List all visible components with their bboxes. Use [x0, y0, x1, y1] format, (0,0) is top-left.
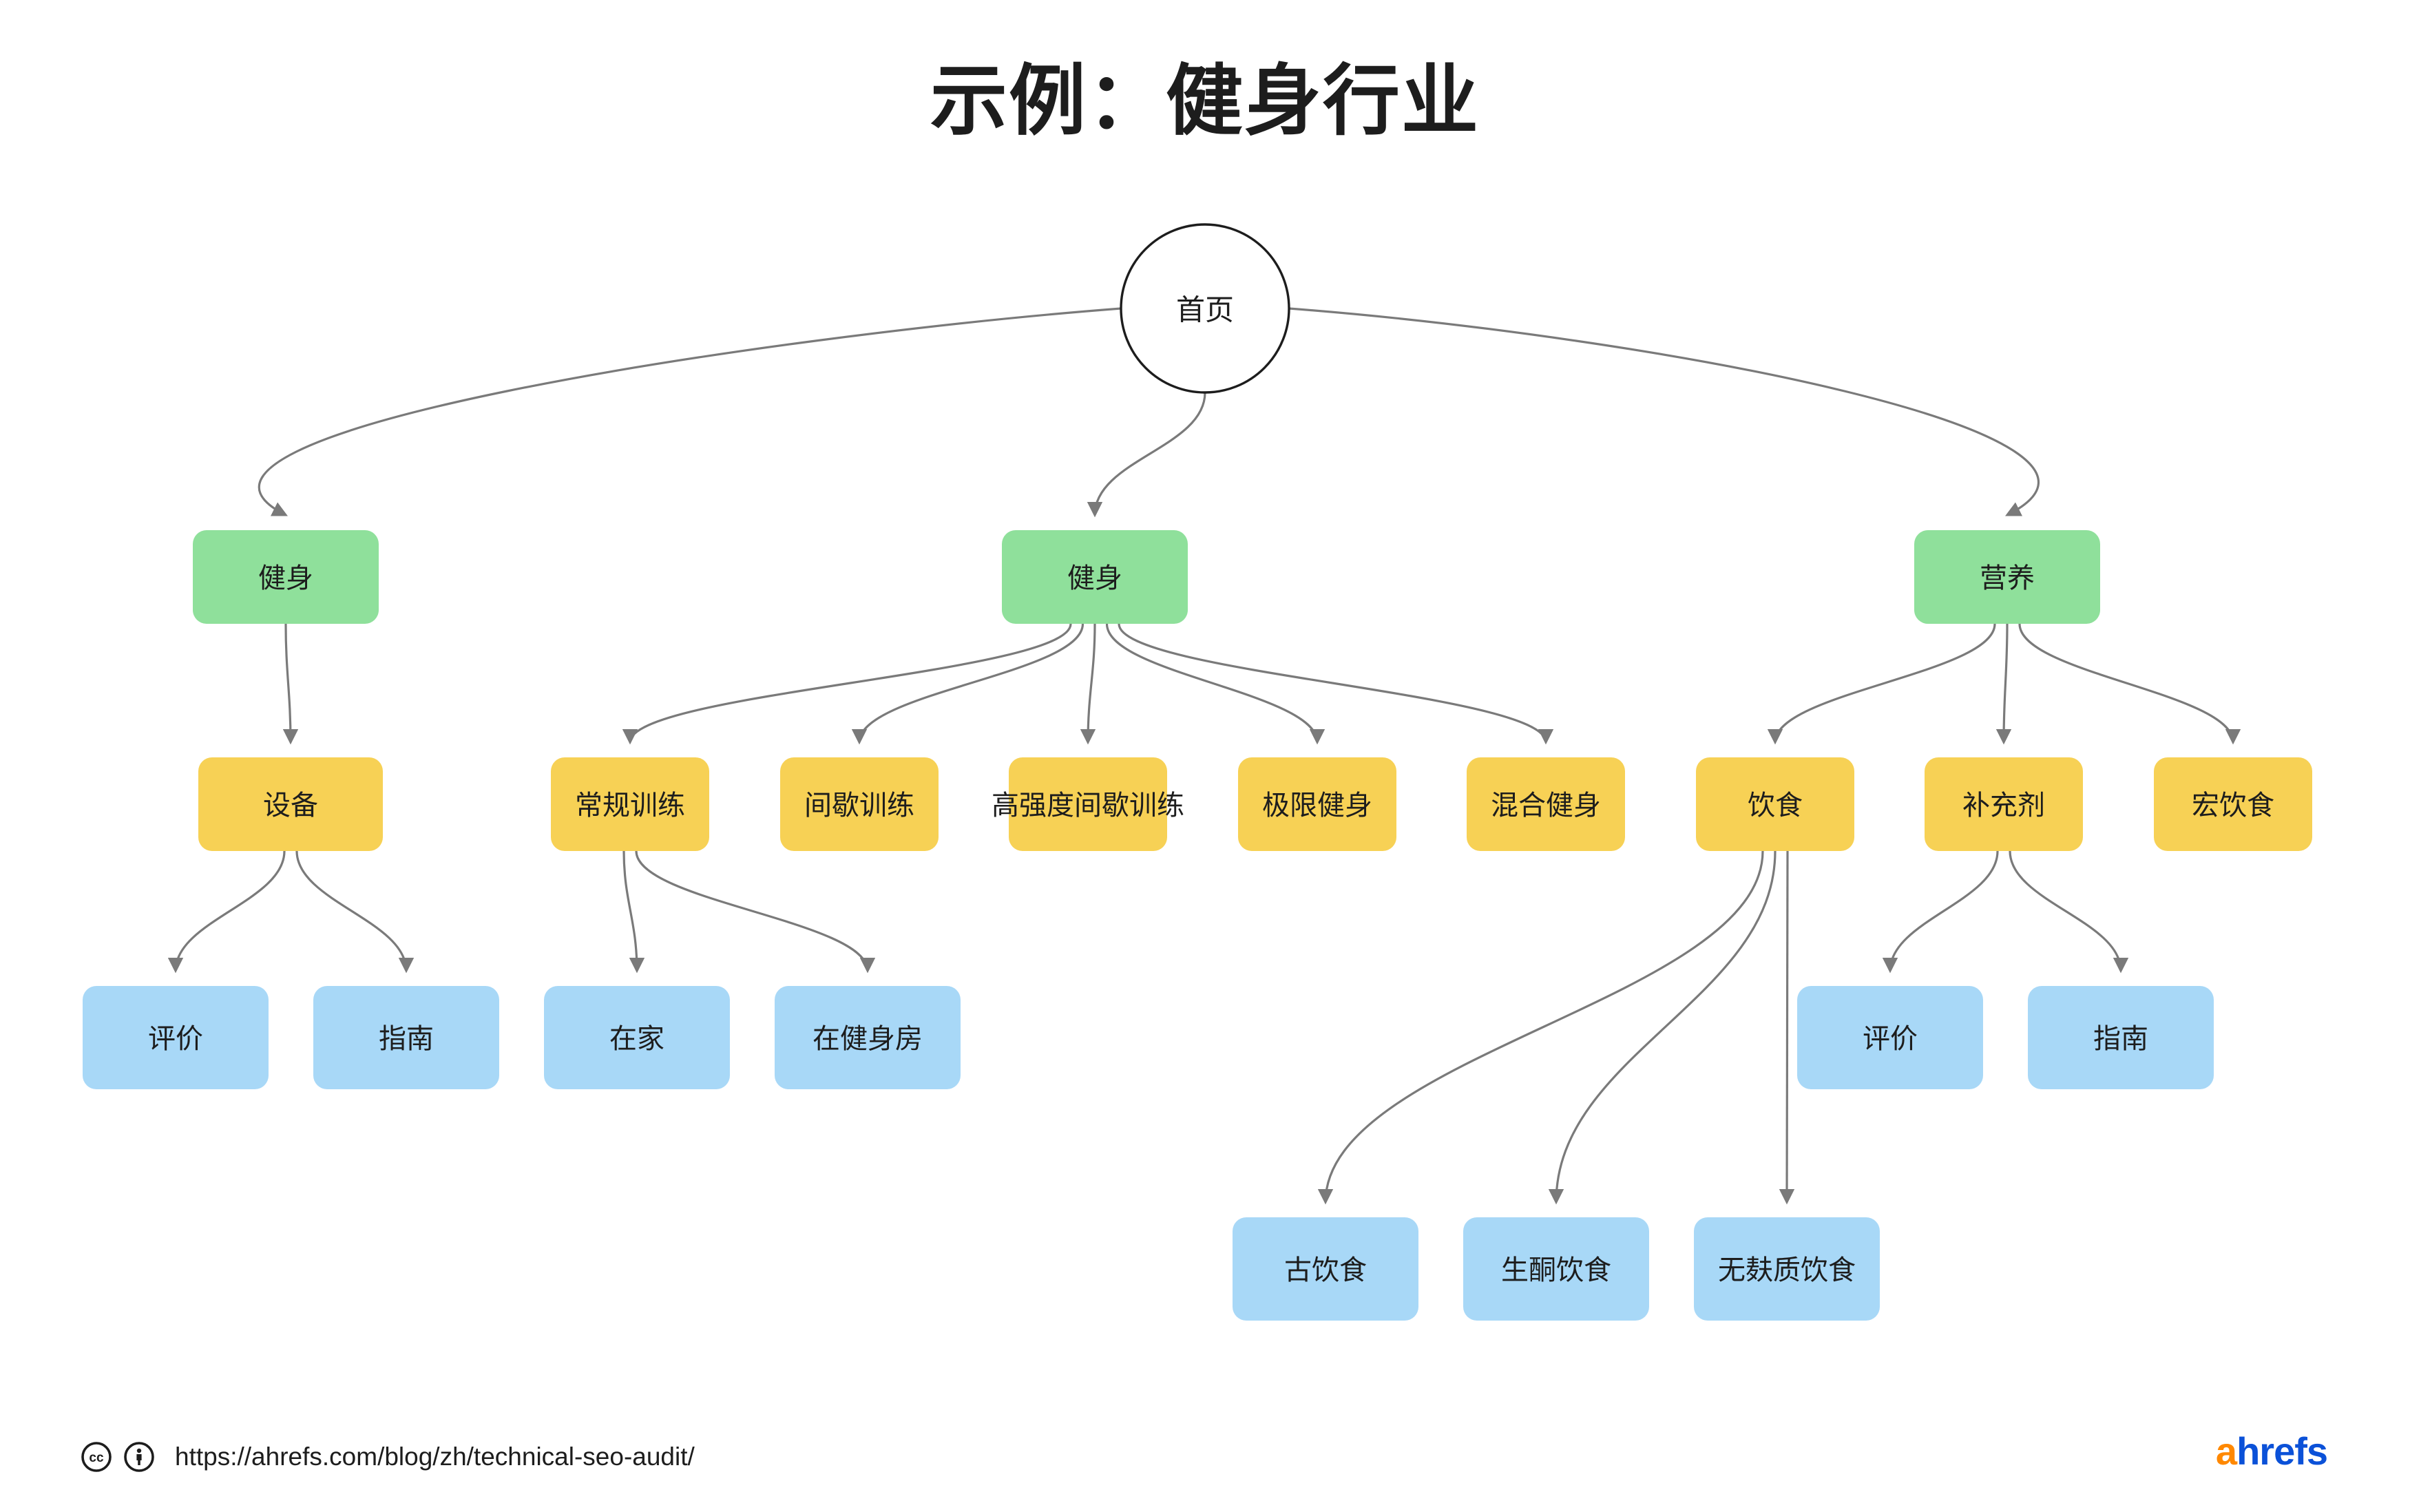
node-box: [1696, 757, 1854, 851]
node-box: [1002, 530, 1188, 624]
node-box: [1233, 1217, 1418, 1321]
page-title: 示例：健身行业: [930, 58, 1480, 144]
node-box: [775, 986, 961, 1089]
node-box: [198, 757, 383, 851]
node-label: 指南: [379, 1024, 434, 1054]
creative-commons-by-icon: [124, 1442, 154, 1472]
node-page-b4[interactable]: 在健身房: [775, 986, 961, 1089]
node-subcategory-y9[interactable]: 宏饮食: [2154, 757, 2312, 851]
edge-y7-to-b9: [1779, 850, 1795, 1205]
node-label: 在家: [609, 1024, 664, 1054]
node-box: [1914, 530, 2100, 624]
edges-layer: [167, 307, 2241, 1205]
node-box: [544, 986, 730, 1089]
node-label: 无麸质饮食: [1718, 1255, 1856, 1285]
edge-y8-to-b6: [2009, 850, 2129, 974]
node-page-b5[interactable]: 评价: [1797, 986, 1983, 1089]
edge-g2-to-y6: [1118, 623, 1554, 745]
edge-y8-to-b5: [1882, 850, 1999, 974]
node-box: [1467, 757, 1625, 851]
node-box: [551, 757, 709, 851]
node-label: 首页: [1176, 294, 1234, 326]
node-label: 生酮饮食: [1501, 1255, 1611, 1285]
node-page-b2[interactable]: 指南: [313, 986, 499, 1089]
node-box: [313, 986, 499, 1089]
node-label: 健身: [1067, 563, 1122, 594]
node-box: [2028, 986, 2214, 1089]
node-box: [1009, 757, 1167, 851]
edge-g3-to-y9: [2018, 623, 2241, 745]
footer: cc https://ahrefs.com/blog/zh/technical-…: [81, 1442, 695, 1472]
edge-g2-to-y4: [1080, 623, 1096, 745]
edge-root-to-g2: [1087, 392, 1206, 518]
node-box: [193, 530, 379, 624]
node-page-b8[interactable]: 生酮饮食: [1463, 1217, 1649, 1321]
node-label: 混合健身: [1491, 790, 1601, 821]
edge-y7-to-b8: [1548, 850, 1777, 1205]
node-box: [780, 757, 939, 851]
node-label: 评价: [148, 1024, 203, 1054]
edge-g3-to-y8: [1995, 623, 2012, 745]
edge-y1-to-b1: [167, 850, 286, 974]
edge-y1-to-b2: [295, 850, 415, 974]
ahrefs-logo-accent: a: [2215, 1429, 2237, 1473]
node-subcategory-y7[interactable]: 饮食: [1696, 757, 1854, 851]
edge-y2-to-b3: [622, 850, 645, 974]
node-subcategory-y8[interactable]: 补充剂: [1925, 757, 2083, 851]
node-subcategory-y2[interactable]: 常规训练: [551, 757, 709, 851]
node-box: [1925, 757, 2083, 851]
node-label: 设备: [263, 790, 318, 821]
svg-text:cc: cc: [89, 1451, 104, 1465]
node-root[interactable]: 首页: [1120, 223, 1290, 394]
node-page-b1[interactable]: 评价: [83, 986, 269, 1089]
edge-g1-to-y1: [282, 623, 299, 745]
node-subcategory-y4[interactable]: 高强度间歇训练: [992, 757, 1184, 851]
node-label: 评价: [1863, 1024, 1918, 1054]
root-circle: [1120, 223, 1290, 394]
node-box: [1238, 757, 1396, 851]
node-category-g3[interactable]: 营养: [1914, 530, 2100, 624]
node-label: 补充剂: [1962, 790, 2045, 821]
edge-y2-to-b4: [635, 850, 876, 974]
node-label: 极限健身: [1262, 790, 1372, 821]
node-category-g2[interactable]: 健身: [1002, 530, 1188, 624]
node-label: 营养: [1980, 563, 2035, 594]
node-label: 宏饮食: [2192, 790, 2274, 821]
node-box: [83, 986, 269, 1089]
node-label: 健身: [258, 563, 313, 594]
edge-g2-to-y2: [622, 623, 1072, 745]
node-subcategory-y3[interactable]: 间歇训练: [780, 757, 939, 851]
node-label: 高强度间歇训练: [992, 790, 1184, 821]
node-page-b3[interactable]: 在家: [544, 986, 730, 1089]
node-subcategory-y1[interactable]: 设备: [198, 757, 383, 851]
node-label: 古饮食: [1284, 1255, 1367, 1285]
node-page-b6[interactable]: 指南: [2028, 986, 2214, 1089]
node-box: [1463, 1217, 1649, 1321]
node-page-b7[interactable]: 古饮食: [1233, 1217, 1418, 1321]
edge-root-to-g1: [258, 307, 1122, 516]
edge-y7-to-b7: [1317, 850, 1764, 1205]
edge-g2-to-y3: [851, 623, 1084, 745]
ahrefs-logo-text: hrefs: [2236, 1429, 2328, 1473]
node-box: [1797, 986, 1983, 1089]
node-label: 指南: [2093, 1024, 2148, 1054]
node-page-b9[interactable]: 无麸质饮食: [1694, 1217, 1880, 1321]
node-label: 饮食: [1748, 790, 1803, 821]
node-box: [1694, 1217, 1880, 1321]
edge-g3-to-y7: [1767, 623, 1996, 745]
node-label: 在健身房: [813, 1024, 923, 1054]
node-label: 间歇训练: [804, 790, 914, 821]
node-category-g1[interactable]: 健身: [193, 530, 379, 624]
node-subcategory-y6[interactable]: 混合健身: [1467, 757, 1625, 851]
edge-root-to-g3: [1288, 307, 2040, 516]
ahrefs-logo: ahrefs: [2215, 1429, 2328, 1473]
node-box: [2154, 757, 2312, 851]
node-label: 常规训练: [575, 790, 685, 821]
node-subcategory-y5[interactable]: 极限健身: [1238, 757, 1396, 851]
edge-g2-to-y5: [1105, 623, 1326, 745]
source-url[interactable]: https://ahrefs.com/blog/zh/technical-seo…: [175, 1442, 695, 1471]
creative-commons-icon: cc: [81, 1442, 112, 1472]
